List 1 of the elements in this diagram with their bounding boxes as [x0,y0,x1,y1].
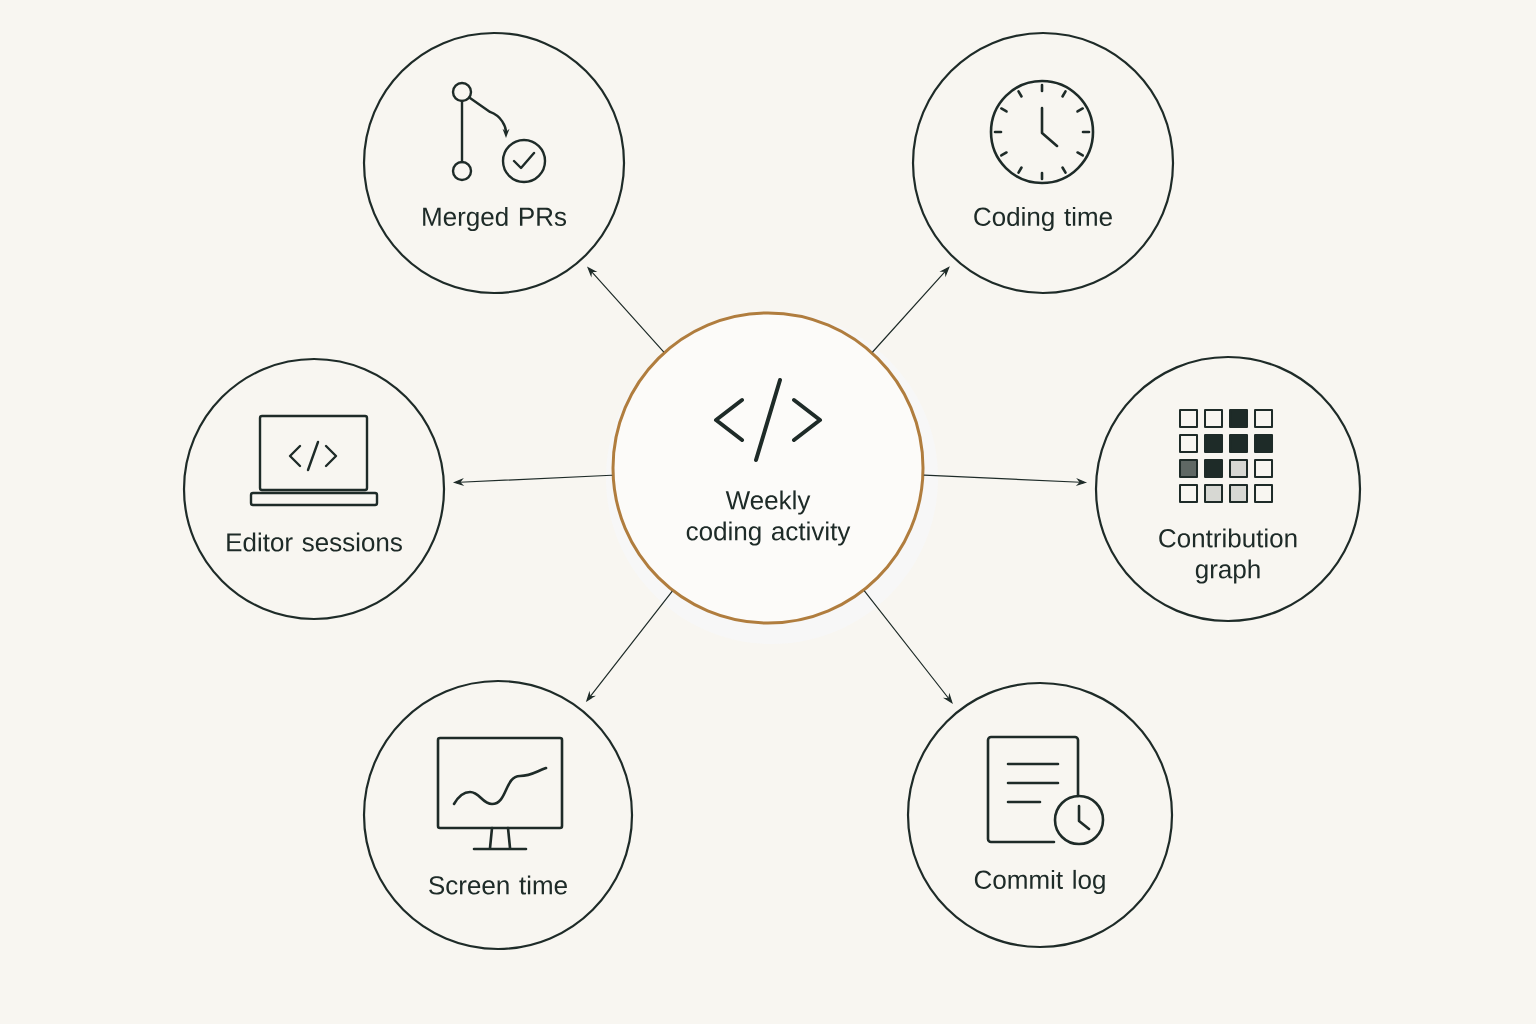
arrow [863,590,953,704]
